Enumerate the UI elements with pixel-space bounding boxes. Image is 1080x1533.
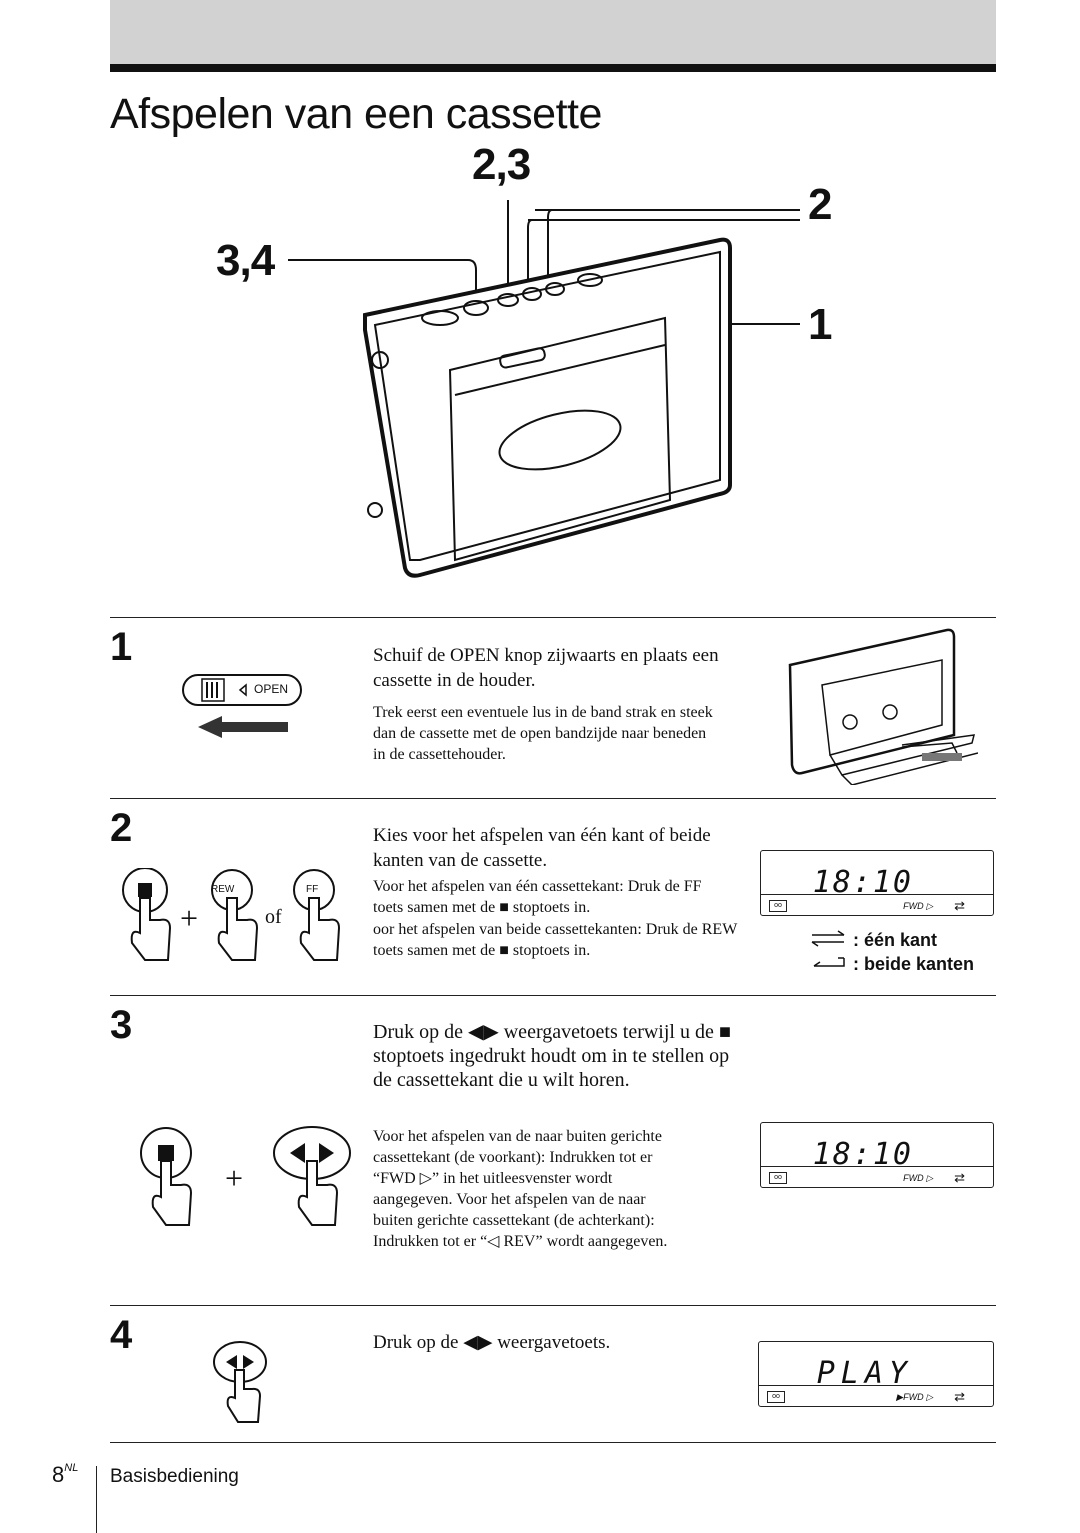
- lcd-fwd-indicator: FWD ▷: [903, 1173, 933, 1183]
- step-4-main-text: Druk op de ◀▶ weergavetoets.: [373, 1332, 611, 1353]
- step-3-number: 3: [110, 1003, 133, 1047]
- lcd-display-step-4: PLAY oo ▶FWD ▷ ⇄: [758, 1341, 994, 1407]
- tape-icon: oo: [767, 1391, 785, 1403]
- callout-1: 1: [808, 300, 833, 349]
- cassette-player-illustration: [288, 200, 800, 578]
- section-name: Basisbediening: [110, 1466, 239, 1487]
- step-1-number: 1: [110, 625, 133, 669]
- header-band: [110, 0, 996, 64]
- repeat-mode-icons: [811, 930, 845, 967]
- tape-icon: oo: [769, 1172, 787, 1184]
- footer-divider: [96, 1466, 97, 1533]
- divider-step-4: [110, 1305, 996, 1306]
- stop-plus-ff-hands-illustration: [122, 868, 341, 961]
- divider-step-3: [110, 995, 996, 996]
- callout-2-3: 2,3: [472, 140, 531, 189]
- lcd-repeat-indicator: ⇄: [954, 1389, 965, 1404]
- header-rule: [110, 64, 996, 72]
- cassette-insert-illustration: [788, 628, 978, 785]
- lcd-fwd-indicator: FWD ▷: [903, 901, 933, 911]
- step-2-number: 2: [110, 806, 133, 850]
- callout-2: 2: [808, 180, 833, 229]
- page-title: Afspelen van een cassette: [110, 90, 602, 138]
- legend-one-side: : één kant: [853, 930, 938, 950]
- step-3-sub-text: Voor het afspelen van de naar buiten ger…: [373, 1128, 668, 1250]
- divider-step-1: [110, 617, 996, 618]
- lcd-repeat-indicator: ⇄: [954, 1170, 965, 1185]
- ff-button[interactable]: FF: [306, 884, 319, 895]
- step-1-sub-text: Trek eerst een eventuele lus in de band …: [373, 704, 713, 763]
- lcd-fwd-indicator: ▶FWD ▷: [896, 1392, 933, 1402]
- open-label: OPEN: [254, 682, 289, 696]
- step-2-sub1-text: Voor het afspelen van één cassettekant: …: [373, 878, 702, 916]
- slide-left-arrow-icon: [198, 716, 288, 738]
- step-2-main-text: Kies voor het afspelen van één kant of b…: [373, 825, 711, 871]
- lcd-display-step-2: 18:10 oo FWD ▷ ⇄: [760, 850, 994, 916]
- step-1-main-text: Schuif de OPEN knop zijwaarts en plaats …: [373, 645, 719, 691]
- divider-footer: [110, 1442, 996, 1443]
- play-hand-illustration: [213, 1341, 267, 1423]
- tape-icon: oo: [769, 900, 787, 912]
- plus-sign: +: [180, 900, 199, 936]
- open-slider-button[interactable]: OPEN: [182, 674, 302, 706]
- plus-sign-step-3: +: [225, 1160, 244, 1196]
- lcd-repeat-indicator: ⇄: [954, 898, 965, 913]
- callout-3-4: 3,4: [216, 236, 275, 285]
- divider-step-2: [110, 798, 996, 799]
- step-3-main-text: Druk op de ◀▶ weergavetoets terwijl u de…: [373, 1021, 731, 1091]
- step-2-sub2-text: oor het afspelen van beide cassettekante…: [373, 921, 738, 959]
- legend-both-sides: : beide kanten: [853, 954, 975, 974]
- or-text: of: [265, 906, 282, 928]
- step-4-number: 4: [110, 1313, 133, 1357]
- rew-button[interactable]: REW: [211, 884, 235, 895]
- lcd-display-step-3: 18:10 oo FWD ▷ ⇄: [760, 1122, 994, 1188]
- page-number: 8NL: [52, 1462, 79, 1487]
- stop-plus-play-hands-illustration: [140, 1126, 351, 1226]
